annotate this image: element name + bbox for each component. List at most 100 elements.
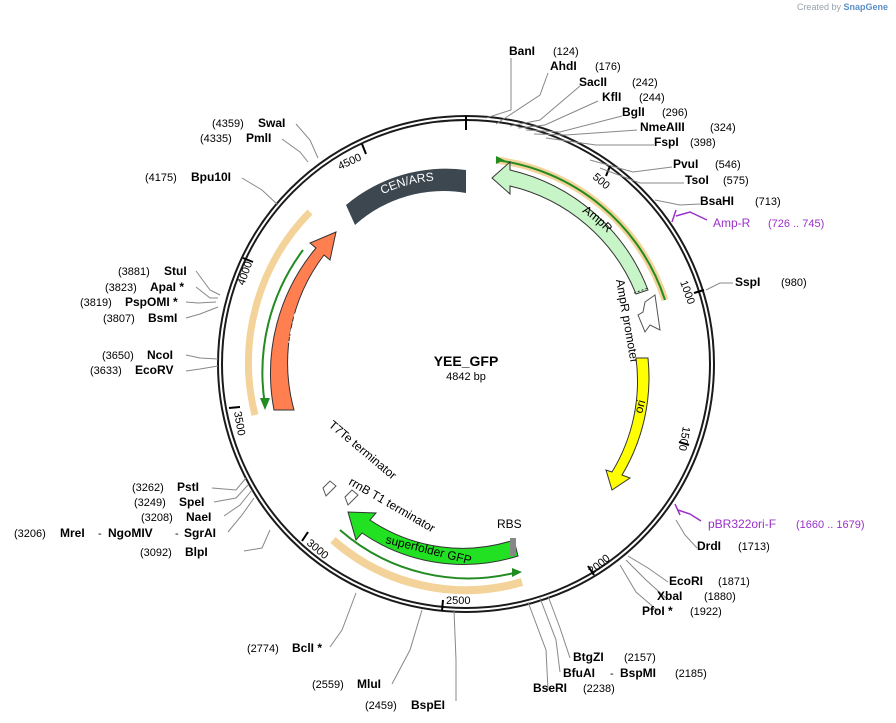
site-kfli-pos: (244) — [639, 92, 665, 104]
site-naei: NaeI — [186, 510, 211, 524]
site-ahdi-pos: (176) — [595, 61, 621, 73]
primer-amp-r: Amp-R — [713, 216, 751, 230]
site-sacii-pos: (242) — [632, 77, 658, 89]
site-xbai-pos: (1880) — [704, 591, 736, 603]
snapgene-brand: SnapGene — [843, 2, 888, 12]
site-connectors — [185, 58, 733, 701]
site-bani-pos: (124) — [553, 46, 579, 58]
primer-pbr322ori-f: pBR322ori-F — [708, 517, 776, 531]
site-ncoi-pos: (3650) — [102, 350, 134, 362]
site-bseri: BseRI — [533, 681, 567, 695]
site-stui: StuI — [164, 264, 187, 278]
site-pvui-pos: (546) — [715, 159, 741, 171]
site-pvui: PvuI — [673, 157, 698, 171]
orf-ampr — [495, 156, 669, 302]
site-nmeaiii-pos: (324) — [710, 122, 736, 134]
tick-label-2500: 2500 — [446, 595, 470, 607]
site-bsahi: BsaHI — [700, 194, 734, 208]
tick-label-3500: 3500 — [231, 410, 247, 436]
site-spei: SpeI — [179, 495, 204, 509]
site-bcli-pos: (2774) — [247, 643, 279, 655]
feature-sfgfp: superfolder GFP RBS — [347, 511, 522, 567]
site-drdi: DrdI — [697, 539, 721, 553]
site-xbai: XbaI — [657, 589, 682, 603]
site-fspi-pos: (398) — [690, 137, 716, 149]
plasmid-name: YEE_GFP — [434, 353, 499, 369]
feature-cen-ars: CEN/ARS — [346, 168, 466, 225]
site-bfuai-sep: - — [610, 668, 614, 680]
site-bfuai: BfuAI — [563, 666, 595, 680]
site-bpu10i: Bpu10I — [191, 170, 231, 184]
site-btgzi: BtgZI — [573, 650, 604, 664]
site-naei-pos: (3208) — [141, 512, 173, 524]
site-bseri-pos: (2238) — [583, 683, 615, 695]
feature-ori: ori — [605, 357, 650, 491]
site-btgzi-pos: (2157) — [624, 652, 656, 664]
site-bsmi-pos: (3807) — [103, 313, 135, 325]
site-tsoi: TsoI — [685, 173, 709, 187]
site-ecori: EcoRI — [669, 574, 703, 588]
orf-gfp — [330, 529, 524, 595]
site-pfoi-pos: (1922) — [690, 606, 722, 618]
snapgene-credit: Created by SnapGene — [797, 2, 888, 12]
site-bsmi: BsmI — [148, 311, 177, 325]
orf-ura3 — [245, 209, 313, 416]
site-bspei-pos: (2459) — [365, 700, 397, 712]
site-pfoi: PfoI * — [642, 604, 673, 618]
site-kfli: KflI — [602, 90, 621, 104]
site-mrei-pos: (3206) — [14, 528, 46, 540]
credit-prefix: Created by — [796, 2, 841, 12]
site-ngomiv: NgoMIV — [108, 526, 153, 540]
site-sacii: SacII — [579, 75, 607, 89]
site-pmli-pos: (4335) — [200, 133, 232, 145]
site-blpi-pos: (3092) — [140, 547, 172, 559]
site-mrei-sep2: - — [175, 528, 179, 540]
site-bfuai-pos: (2185) — [675, 668, 707, 680]
primer-amp-r-range: (726 .. 745) — [768, 218, 824, 230]
site-bgli-pos: (296) — [662, 107, 688, 119]
site-apai-pos: (3823) — [105, 282, 137, 294]
site-psti-pos: (3262) — [132, 482, 164, 494]
site-pmli: PmlI — [246, 131, 271, 145]
site-bcli: BclI * — [292, 641, 322, 655]
feature-terminators: rrnB T1 terminator T7Te terminator — [322, 418, 438, 535]
site-bsahi-pos: (713) — [755, 196, 781, 208]
feature-ura3: URA3 — [270, 231, 337, 411]
primer-connectors — [671, 209, 708, 522]
site-sspi: SspI — [735, 275, 760, 289]
ori-label: ori — [631, 398, 648, 415]
site-ecori-pos: (1871) — [718, 576, 750, 588]
site-mlui-pos: (2559) — [312, 679, 344, 691]
tick-label-1500: 1500 — [676, 425, 692, 451]
site-ecorv-pos: (3633) — [90, 365, 122, 377]
site-nmeaiii: NmeAIII — [640, 120, 685, 134]
site-ahdi: AhdI — [550, 59, 577, 73]
site-bani: BanI — [509, 44, 535, 58]
tick-label-500: 500 — [590, 171, 612, 192]
site-ecorv: EcoRV — [135, 363, 173, 377]
site-bpu10i-pos: (4175) — [145, 172, 177, 184]
site-fspi: FspI — [654, 135, 679, 149]
site-sspi-pos: (980) — [781, 277, 807, 289]
site-pspomi: PspOMI * — [125, 295, 178, 309]
site-apai: ApaI * — [150, 280, 184, 294]
site-mrei: MreI — [60, 526, 85, 540]
site-pspomi-pos: (3819) — [80, 297, 112, 309]
site-sgrai: SgrAI — [184, 526, 216, 540]
tick-marks — [228, 143, 705, 612]
site-stui-pos: (3881) — [118, 266, 150, 278]
rbs-box — [510, 538, 516, 556]
ura3-label: URA3 — [285, 311, 305, 346]
site-ncoi: NcoI — [147, 348, 173, 362]
site-drdi-pos: (1713) — [738, 541, 770, 553]
primer-pbr322ori-f-range: (1660 .. 1679) — [796, 519, 865, 531]
tick-label-1000: 1000 — [677, 279, 697, 306]
site-bspei: BspEI — [411, 698, 445, 712]
site-mlui: MluI — [357, 677, 381, 691]
site-psti: PstI — [177, 480, 199, 494]
site-blpi: BlpI — [185, 545, 208, 559]
rbs-label: RBS — [497, 517, 522, 531]
site-bgli: BglI — [622, 105, 645, 119]
site-swai-pos: (4359) — [212, 118, 244, 130]
